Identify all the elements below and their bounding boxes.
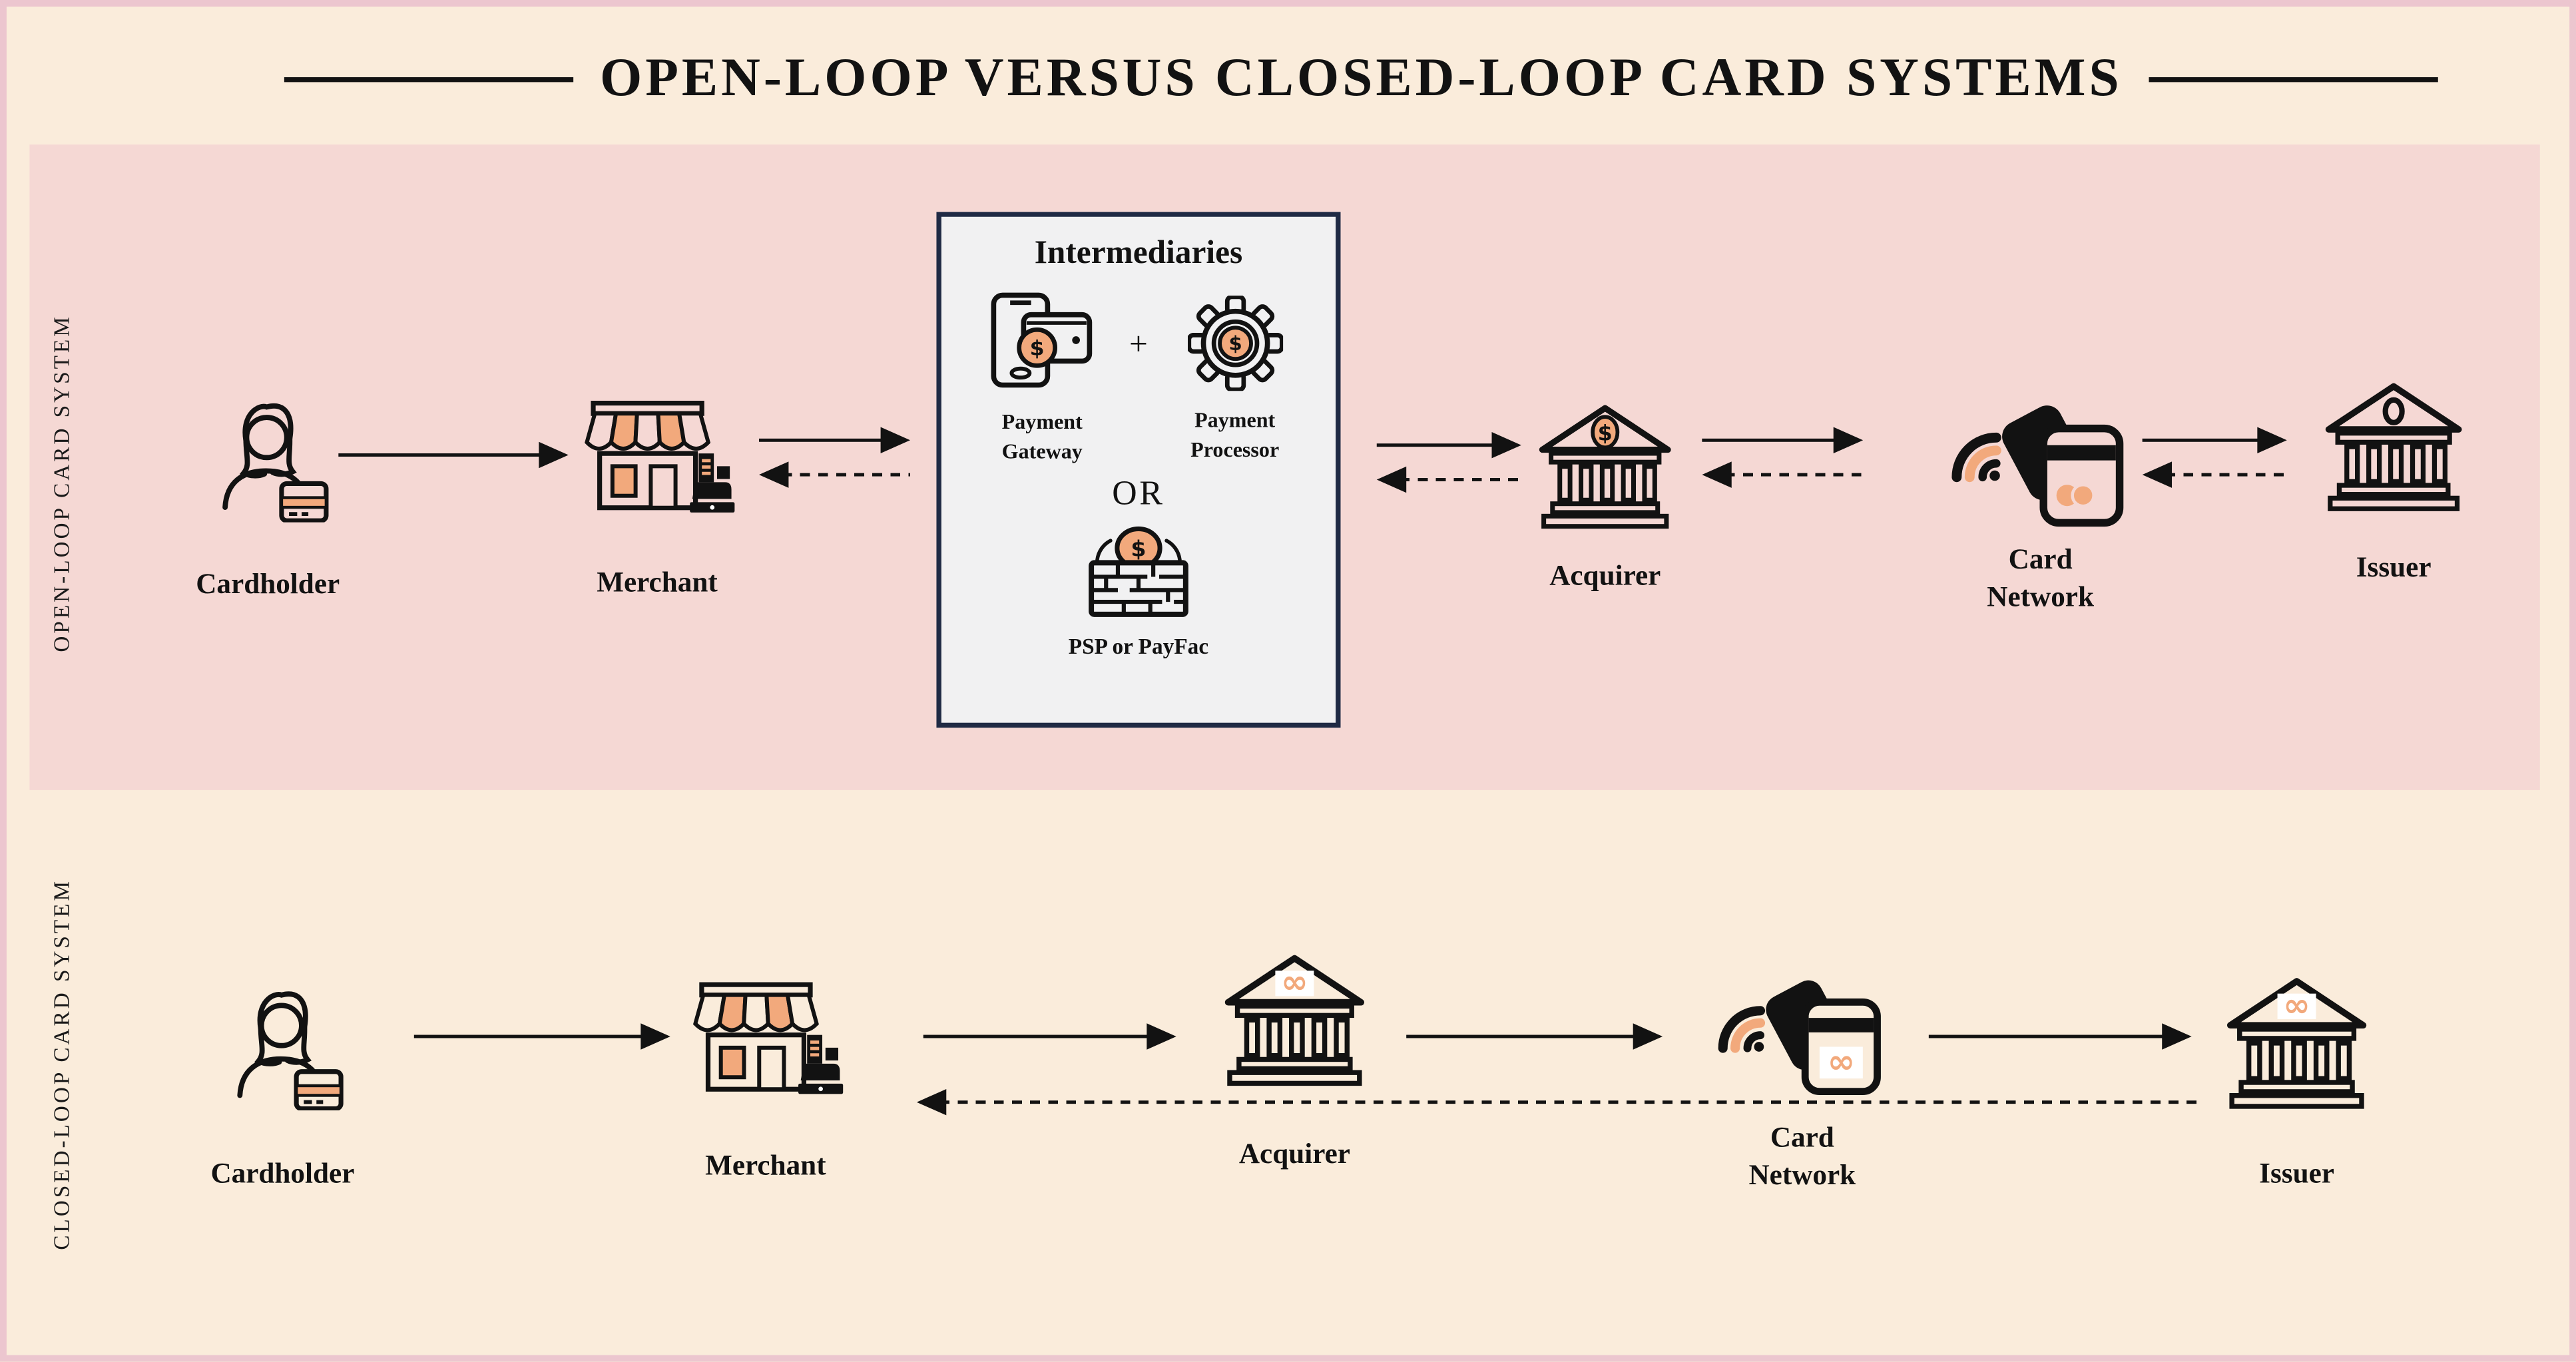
payment-processor-item: $ Payment Processor (1158, 291, 1312, 465)
intermediaries-row: $ Payment Gateway + (965, 291, 1312, 467)
open-card-network-node: Card Network (1948, 404, 2132, 615)
closed-acquirer-node: ∞ Acquirer (1217, 948, 1372, 1172)
arrow-closed-acquirer-to-card-network (1406, 1023, 1663, 1050)
merchant-icon (692, 982, 844, 1094)
title-row: OPEN-LOOP VERSUS CLOSED-LOOP CARD SYSTEM… (156, 49, 2566, 110)
svg-text:∞: ∞ (1828, 1042, 1856, 1080)
node-label: Issuer (2356, 550, 2432, 583)
closed-cardholder-node: Cardholder (210, 983, 354, 1192)
title-rule-right (2149, 77, 2438, 82)
arrow-closed-card-network-to-issuer (1928, 1023, 2192, 1050)
arrow-issuer-to-card-network-dashed (2142, 461, 2287, 488)
intermediaries-title: Intermediaries (1034, 234, 1243, 272)
node-label: Issuer (2259, 1156, 2334, 1190)
title-rule-left (284, 77, 574, 82)
payment-gateway-icon: $ (991, 292, 1093, 388)
closed-loop-section-label: CLOSED-LOOP CARD SYSTEM (49, 878, 75, 1250)
node-label: Cardholder (210, 1156, 355, 1190)
arrow-acquirer-to-intermediaries-dashed (1376, 466, 1521, 493)
arrow-card-network-to-acquirer-dashed (1702, 461, 1864, 488)
closed-card-network-node: ∞ Card Network (1715, 979, 1890, 1194)
svg-text:∞: ∞ (2283, 987, 2310, 1024)
svg-text:$: $ (1131, 536, 1146, 562)
arrow-closed-merchant-to-acquirer (923, 1023, 1176, 1050)
closed-issuer-node: ∞ Issuer (2220, 971, 2374, 1192)
payment-gateway-item: $ Payment Gateway (965, 291, 1119, 467)
bank-infinity-icon: ∞ (2226, 978, 2367, 1109)
merchant-icon (585, 401, 735, 513)
plus-sign: + (1129, 327, 1148, 363)
node-label: Merchant (705, 1148, 826, 1182)
or-label: OR (1112, 473, 1165, 513)
arrow-cardholder-to-merchant (338, 441, 569, 469)
arrow-closed-cardholder-to-merchant (413, 1023, 670, 1050)
arrow-closed-issuer-to-merchant-return-dashed (916, 1088, 2202, 1116)
svg-text:∞: ∞ (1281, 964, 1308, 1001)
cardholder-icon (236, 991, 344, 1111)
svg-text:$: $ (1031, 336, 1045, 360)
psp-payfac-label: PSP or PayFac (1068, 634, 1209, 660)
svg-text:$: $ (1598, 421, 1613, 445)
open-issuer-node: Issuer (2318, 378, 2469, 586)
arrow-card-network-to-issuer (2142, 427, 2287, 454)
arrow-acquirer-to-card-network (1702, 427, 1864, 454)
cardholder-icon (222, 403, 328, 523)
node-label: Cardholder (196, 567, 340, 600)
node-label: Card Network (1987, 542, 2094, 612)
page-title: OPEN-LOOP VERSUS CLOSED-LOOP CARD SYSTEM… (599, 49, 2123, 109)
closed-merchant-node: Merchant (683, 981, 848, 1184)
arrow-merchant-to-intermediaries (758, 427, 910, 454)
svg-text:$: $ (1228, 332, 1242, 355)
open-loop-section-label: OPEN-LOOP CARD SYSTEM (49, 314, 75, 653)
node-label: Acquirer (1549, 558, 1661, 592)
open-cardholder-node: Cardholder (196, 394, 340, 602)
contactless-cards-infinity-icon: ∞ (1718, 980, 1881, 1096)
node-label: Card Network (1748, 1120, 1856, 1191)
node-label: Merchant (597, 565, 718, 598)
bank-dollar-icon: $ (1539, 405, 1671, 529)
node-label: Acquirer (1238, 1136, 1350, 1170)
open-merchant-node: Merchant (575, 399, 740, 601)
open-acquirer-node: $ Acquirer (1531, 401, 1679, 594)
bank-ring-icon (2325, 383, 2462, 511)
payment-processor-label: Payment Processor (1190, 407, 1280, 462)
arrow-intermediaries-to-acquirer (1376, 431, 1521, 459)
intermediaries-box: Intermediaries $ Payment Gateway + (936, 212, 1341, 728)
arrow-intermediaries-to-merchant-dashed (758, 461, 910, 488)
bank-infinity-icon: ∞ (1224, 955, 1364, 1086)
psp-payfac-icon: $ (1089, 527, 1188, 618)
payment-processor-icon: $ (1187, 296, 1283, 391)
contactless-cards-circles-icon (1951, 405, 2124, 527)
payment-gateway-label: Payment Gateway (1001, 409, 1083, 464)
